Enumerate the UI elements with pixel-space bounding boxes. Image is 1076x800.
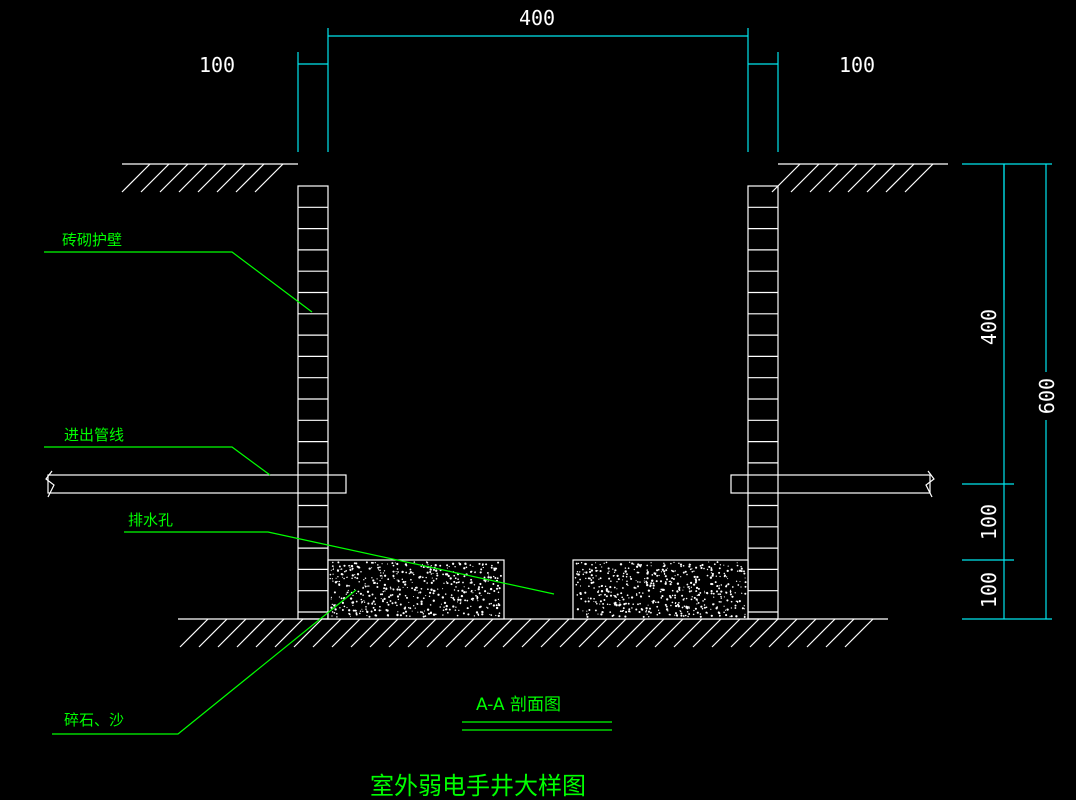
dim-right-upper: 400 bbox=[977, 309, 1001, 345]
dim-top-right-wall: 100 bbox=[839, 53, 875, 77]
label-drain-hole: 排水孔 bbox=[128, 511, 173, 529]
leader-lines bbox=[44, 251, 555, 735]
pipe-right bbox=[730, 470, 935, 498]
brick-wall-left bbox=[297, 185, 329, 620]
label-gravel-sand: 碎石、沙 bbox=[64, 711, 124, 729]
dim-right-bottom: 100 bbox=[977, 572, 1001, 608]
dim-top-left-wall: 100 bbox=[199, 53, 235, 77]
ground-base bbox=[178, 618, 888, 648]
label-pipe: 进出管线 bbox=[64, 426, 124, 444]
drawing-title: 室外弱电手井大样图 bbox=[370, 772, 586, 800]
gravel-block-left bbox=[327, 559, 505, 620]
gravel-block-right bbox=[572, 559, 749, 620]
section-underline bbox=[462, 721, 612, 731]
dimension-top bbox=[297, 28, 779, 152]
dim-right-middle: 100 bbox=[977, 504, 1001, 540]
ground-surface-left bbox=[121, 163, 298, 193]
ground-surface-right bbox=[771, 163, 948, 193]
dim-right-total: 600 bbox=[1035, 378, 1059, 414]
dimension-right bbox=[962, 163, 1052, 620]
pipe-left bbox=[45, 470, 347, 498]
dim-top-width: 400 bbox=[519, 6, 555, 30]
brick-wall-right bbox=[747, 185, 779, 620]
label-brick-wall: 砖砌护壁 bbox=[62, 231, 122, 249]
section-label: A-A 剖面图 bbox=[476, 695, 561, 715]
